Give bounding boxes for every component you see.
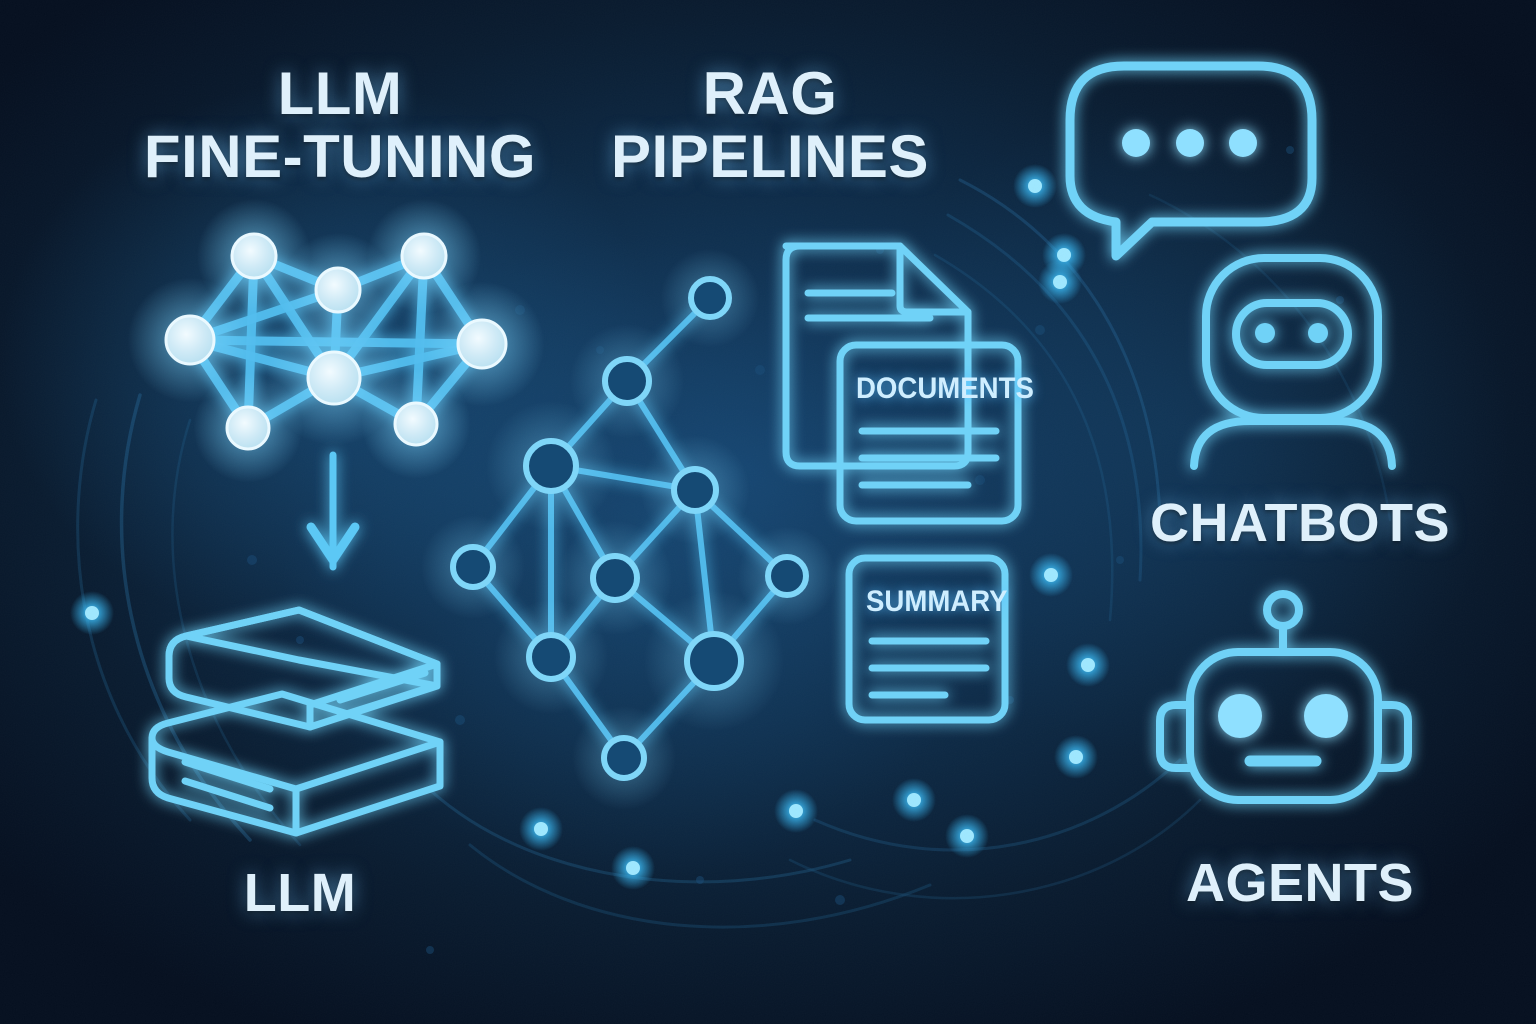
network-node — [230, 232, 278, 280]
label-llm-fine-tuning-line2: FINE-TUNING — [143, 123, 537, 190]
network-node — [601, 735, 647, 781]
network-node — [393, 401, 439, 447]
arrow-down-icon — [306, 451, 360, 571]
network-node — [671, 466, 719, 514]
books-stack-icon — [148, 606, 444, 837]
network-node — [225, 405, 271, 451]
network-node — [306, 350, 362, 406]
neural-network-rag-nodes — [421, 248, 837, 810]
label-agents: AGENTS — [1185, 853, 1415, 913]
network-node — [400, 232, 448, 280]
neural-network-fine-tuning-nodes — [127, 198, 545, 483]
network-node — [590, 553, 640, 603]
network-node — [164, 314, 216, 366]
robot-ear-right — [1374, 701, 1412, 772]
summary-icon — [845, 554, 1009, 724]
robot-eye-right — [1304, 694, 1348, 738]
agent-robot-icon — [1156, 590, 1412, 804]
robot-antenna-ball — [1263, 590, 1303, 630]
label-llm-fine-tuning-line1: LLM — [277, 60, 403, 127]
chatbot-head-icon — [1190, 254, 1396, 470]
network-node — [456, 318, 508, 370]
network-node — [688, 276, 732, 320]
network-node — [523, 438, 579, 494]
documents-icon-label: DOCUMENTS — [856, 372, 1034, 405]
network-node — [684, 631, 744, 691]
robot-ear-left — [1156, 701, 1194, 772]
network-node — [602, 356, 652, 406]
label-chatbots: CHATBOTS — [1150, 493, 1450, 553]
network-node — [314, 266, 362, 314]
neural-network-rag — [421, 248, 837, 810]
network-node — [765, 554, 809, 598]
robot-eye-left — [1218, 694, 1262, 738]
summary-icon-label: SUMMARY — [866, 585, 1008, 618]
chat-bubble-dots — [1122, 129, 1257, 157]
label-llm-fine-tuning: LLM FINE-TUNING — [110, 62, 570, 188]
network-node — [450, 544, 496, 590]
label-rag-pipelines: RAG PIPELINES — [580, 62, 960, 188]
label-rag-pipelines-line1: RAG — [702, 60, 838, 127]
label-rag-pipelines-line2: PIPELINES — [611, 123, 929, 190]
label-llm: LLM — [243, 863, 357, 923]
robot-head — [1186, 648, 1382, 804]
chat-bubble-icon — [1065, 61, 1317, 261]
neural-network-fine-tuning — [127, 198, 545, 483]
documents-icon — [782, 242, 1022, 525]
network-node — [526, 632, 576, 682]
